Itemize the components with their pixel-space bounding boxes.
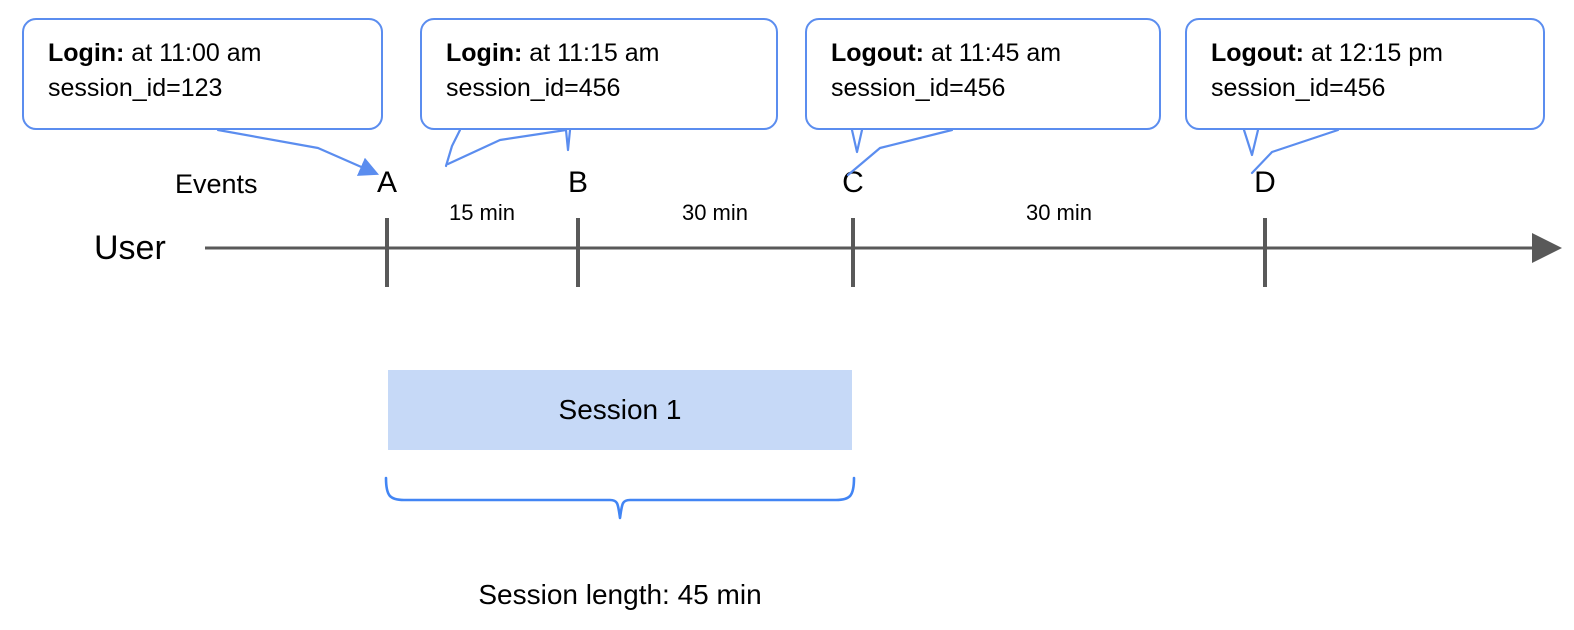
callout-c-line2: session_id=456 — [831, 74, 1006, 102]
session-bar-label: Session 1 — [558, 394, 682, 425]
callout-c-lead: Logout: — [831, 39, 925, 67]
callout-tail-d-edge — [1242, 128, 1260, 157]
callout-tail-b-tip — [444, 128, 462, 168]
session-bar[interactable]: Session 1 — [388, 370, 852, 450]
event-marker-b: B — [567, 166, 588, 199]
callout-tail-a — [216, 128, 380, 176]
callout-tail-d — [1250, 128, 1340, 175]
callout-d-lead: Logout: — [1211, 39, 1305, 67]
interval-label-ab: 15 min — [448, 200, 516, 225]
callout-tail-b-edge — [564, 128, 572, 152]
callout-b-lead: Login: — [446, 39, 523, 67]
callout-b-time: at 11:15 am — [522, 39, 660, 67]
interval-label-bc: 30 min — [681, 200, 749, 225]
events-lane-label: Events — [175, 169, 258, 199]
event-marker-d: D — [1254, 166, 1276, 199]
callout-tail-b — [446, 128, 568, 166]
callout-a-time: at 11:00 am — [124, 39, 262, 67]
callout-d-time: at 12:15 pm — [1304, 39, 1443, 67]
callout-d-line1: Logout: at 12:15 pm — [1211, 36, 1543, 71]
callout-a-line1: Login: at 11:00 am — [48, 36, 381, 71]
callout-c-line1: Logout: at 11:45 am — [831, 36, 1159, 71]
callout-event-c[interactable]: Logout: at 11:45 am session_id=456 — [805, 18, 1161, 130]
interval-label-cd: 30 min — [1025, 200, 1093, 225]
callout-event-d[interactable]: Logout: at 12:15 pm session_id=456 — [1185, 18, 1545, 130]
session-span-brace — [384, 476, 856, 520]
callout-a-line2: session_id=123 — [48, 74, 223, 102]
callout-event-a[interactable]: Login: at 11:00 am session_id=123 — [22, 18, 383, 130]
callout-event-b[interactable]: Login: at 11:15 am session_id=456 — [420, 18, 778, 130]
callout-a-lead: Login: — [48, 39, 125, 67]
session-length-caption: Session length: 45 min — [478, 579, 762, 610]
callout-tail-c — [846, 128, 954, 177]
event-marker-a: A — [376, 166, 397, 199]
callout-d-line2: session_id=456 — [1211, 74, 1386, 102]
user-lane-label: User — [94, 229, 166, 267]
callout-c-time: at 11:45 am — [924, 39, 1062, 67]
callout-tail-c-edge — [850, 128, 864, 154]
callout-b-line1: Login: at 11:15 am — [446, 36, 776, 71]
callout-b-line2: session_id=456 — [446, 74, 621, 102]
